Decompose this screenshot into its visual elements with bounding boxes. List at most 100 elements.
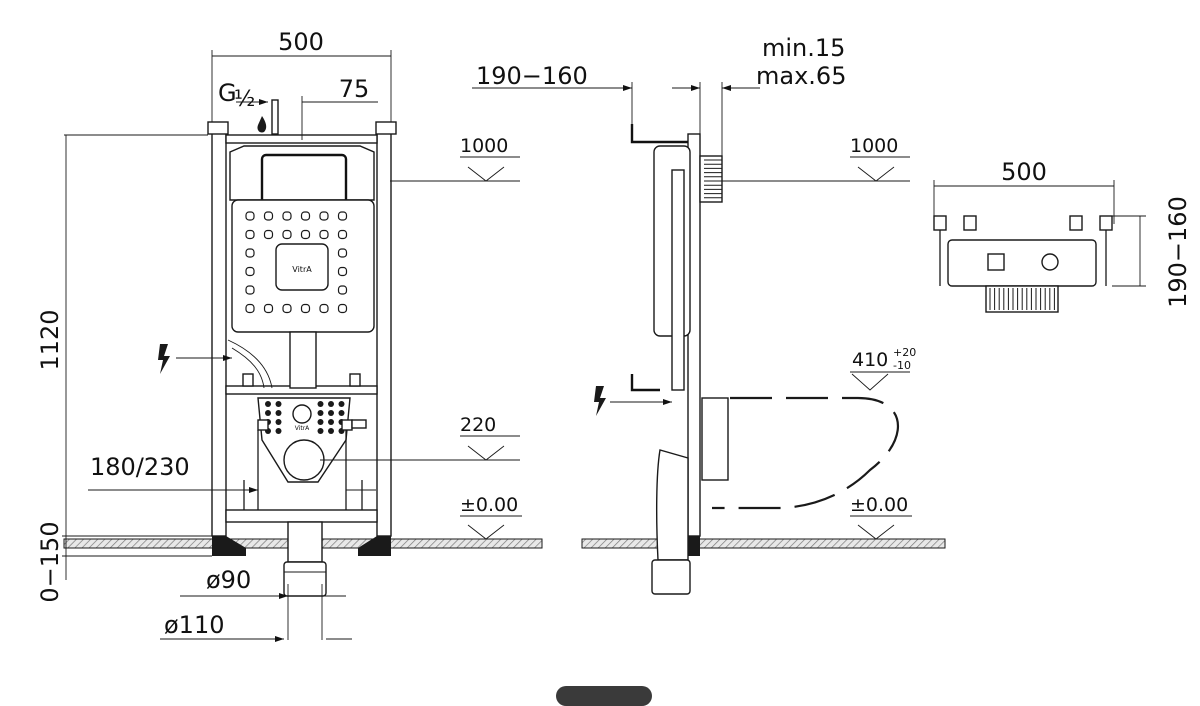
side-min-label: min.15 (762, 34, 845, 62)
plate-dot (328, 401, 334, 407)
cistern-dot (263, 211, 274, 221)
cistern-dot (337, 285, 348, 295)
cistern-dot (245, 266, 255, 277)
right-top-bracket (375, 121, 397, 135)
inlet-offset-label: 75 (339, 75, 370, 103)
cistern-dot (282, 303, 292, 314)
cistern-dot (263, 303, 274, 314)
plate-dot (275, 401, 282, 407)
plate-dot (275, 428, 282, 434)
outlet-level-label: 220 (460, 414, 496, 436)
side-waste-pipe (656, 449, 689, 561)
plate-center-hole (292, 404, 312, 424)
brand-plate (275, 243, 329, 291)
plate-dot (338, 410, 345, 416)
plate-dot (275, 419, 282, 425)
toilet-pan-outline (712, 396, 899, 510)
side-flush-ribs (704, 159, 722, 199)
brand-label: VitrA (292, 265, 312, 274)
cistern-dot (263, 229, 274, 240)
cistern-dots (245, 211, 348, 314)
plate-dot (328, 410, 334, 416)
plate-dot (338, 401, 345, 407)
top-depth-label: 190−160 (1164, 196, 1192, 308)
top-view: 500 190−160 (933, 158, 1192, 313)
side-mid-bracket (630, 374, 660, 392)
plate-dot (328, 428, 334, 434)
electric-bolt-icon-side (594, 386, 606, 416)
side-pan-tol-plus: +20 (893, 346, 916, 359)
cistern-dot (282, 229, 292, 240)
plate-dot (328, 419, 334, 425)
cistern-dot (337, 266, 348, 277)
cistern-dot (319, 211, 329, 221)
top-crossbar (225, 134, 378, 144)
cistern-dot (282, 211, 292, 221)
side-flush-module (699, 155, 723, 203)
front-view: VitrA VitrA 500 (36, 28, 543, 642)
pipe-inner-label: ø90 (206, 566, 251, 594)
plate-dot (317, 419, 324, 425)
flush-level-label: 1000 (460, 135, 508, 157)
cistern-dot (300, 211, 311, 221)
top-inlet-valve (987, 253, 1005, 271)
cistern-dot (337, 303, 348, 314)
cistern-dot (300, 303, 311, 314)
plate-dot (317, 410, 324, 416)
side-max-label: max.65 (756, 62, 846, 90)
water-drop-icon (257, 116, 267, 133)
brand-label-small: VitrA (295, 425, 310, 432)
side-pan-support (701, 397, 729, 481)
cistern-dot (337, 211, 348, 221)
bolt-spacing-label: 180/230 (90, 453, 190, 481)
side-pan-level-label: 410 (852, 349, 888, 371)
cistern-dot (245, 248, 255, 258)
side-view: 190−160 min.15 max.65 1000 410 +20 -10 ±… (472, 34, 946, 595)
frame-left-post (211, 129, 227, 537)
top-width-label: 500 (1001, 158, 1047, 186)
left-foot (212, 536, 246, 556)
cistern-dot (245, 229, 255, 240)
top-outlet-hole (1041, 253, 1059, 271)
cistern-dot (245, 285, 255, 295)
pipe-outer-label: ø110 (164, 611, 225, 639)
electric-bolt-icon-front (158, 344, 170, 374)
cistern-dot (245, 303, 255, 314)
left-top-bracket (207, 121, 229, 135)
plate-dot (317, 401, 324, 407)
cistern-top (229, 145, 375, 201)
side-inner-pipe (671, 169, 685, 391)
cistern-dot (245, 211, 255, 221)
side-waste-bottom (651, 559, 691, 595)
front-floor-level-label: ±0.00 (460, 494, 518, 516)
waste-pipe-upper (287, 521, 323, 563)
inlet-thread-fraction: ½ (234, 87, 255, 112)
front-width-label: 500 (278, 28, 324, 56)
cistern-dot (337, 248, 348, 258)
side-wall-distance-label: 190−160 (476, 62, 588, 90)
side-pan-tol-minus: -10 (893, 359, 911, 372)
bottom-tab-handle[interactable] (556, 686, 652, 706)
side-floor-level-label: ±0.00 (850, 494, 908, 516)
bottom-crossbar (225, 509, 378, 523)
plate-dot (275, 410, 282, 416)
electric-cable-front (227, 339, 273, 389)
water-inlet-pipe (271, 99, 279, 135)
cistern-dot (319, 303, 329, 314)
cistern-dot (319, 229, 329, 240)
cistern-dot (300, 229, 311, 240)
side-top-bracket (630, 124, 688, 144)
top-flush-ribs (989, 288, 1055, 310)
leg-adjust-label: 0−150 (36, 521, 64, 602)
outlet-opening (283, 439, 325, 481)
inlet-thread-label: G (218, 79, 237, 107)
cistern-dot (337, 229, 348, 240)
top-frame-body (947, 239, 1097, 287)
side-floor (581, 538, 946, 549)
plate-dot (265, 410, 271, 416)
frame-right-post (376, 129, 392, 537)
front-height-label: 1120 (36, 309, 64, 370)
flush-pipe (289, 331, 317, 389)
waste-pipe-lower (283, 561, 327, 597)
